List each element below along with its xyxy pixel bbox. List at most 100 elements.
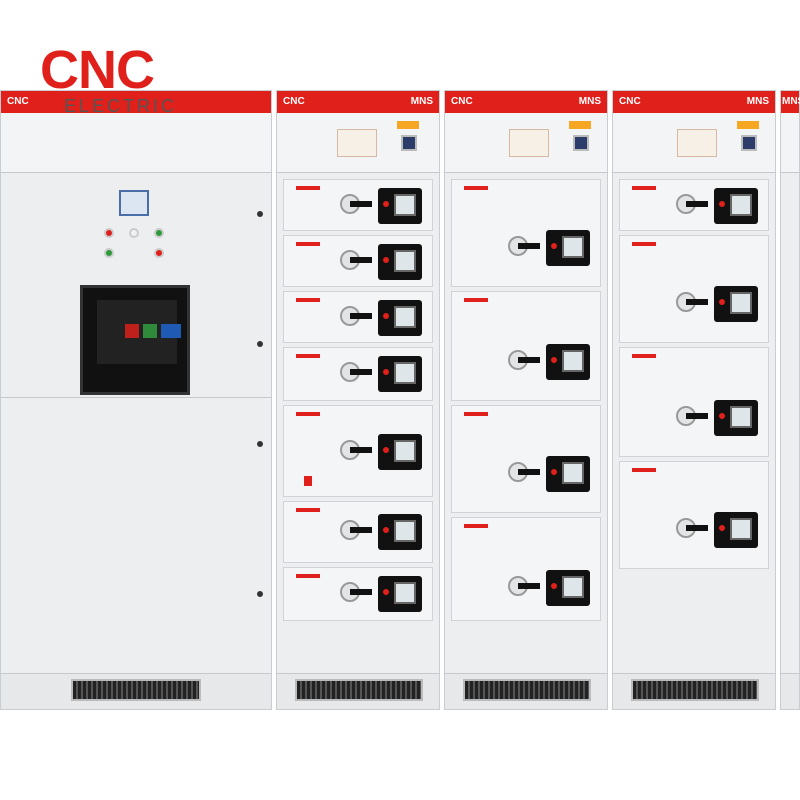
cabinet-top-panel xyxy=(781,113,799,173)
functional-drawer xyxy=(451,405,601,513)
functional-drawer xyxy=(283,405,433,497)
door-latch xyxy=(257,341,263,347)
motor-protector xyxy=(378,356,422,392)
rotary-handle xyxy=(340,194,372,214)
door-latch xyxy=(257,591,263,597)
motor-protector xyxy=(714,512,758,548)
cabinet-mns-4: CNC MNS xyxy=(612,90,776,710)
functional-drawer xyxy=(619,461,769,569)
vent-grille xyxy=(295,679,423,701)
multifunction-meter xyxy=(119,190,149,216)
cabinet-incoming: CNC xyxy=(0,90,272,710)
functional-drawer xyxy=(619,347,769,457)
rotary-handle xyxy=(340,362,372,382)
motor-protector xyxy=(546,230,590,266)
indicator-lamp-green xyxy=(104,248,114,258)
cabinet-top-panel xyxy=(445,113,607,173)
breaker-off-button xyxy=(125,324,139,338)
functional-drawer xyxy=(283,235,433,287)
cabinet-model: MNS xyxy=(746,96,769,107)
cabinet-mns-5-partial: MNS xyxy=(780,90,800,710)
panel-meter xyxy=(401,135,417,151)
caution-sticker xyxy=(737,121,759,129)
functional-drawer xyxy=(619,179,769,231)
cabinet-top-panel xyxy=(613,113,775,173)
motor-protector xyxy=(714,188,758,224)
cabinet-brand: CNC xyxy=(7,96,29,107)
motor-protector xyxy=(378,244,422,280)
cabinet-header-strip: MNS xyxy=(781,91,800,113)
logo-wordmark: CNC xyxy=(40,40,155,100)
motor-protector xyxy=(714,286,758,322)
functional-drawer xyxy=(283,501,433,563)
warning-label xyxy=(509,129,549,157)
motor-protector xyxy=(378,514,422,550)
cabinet-model: MNS xyxy=(410,96,433,107)
cabinet-top-panel xyxy=(277,113,439,173)
cabinet-mns-3: CNC MNS xyxy=(444,90,608,710)
indicator-lamp-red xyxy=(154,248,164,258)
breaker-trip-unit xyxy=(161,324,181,338)
rotary-handle xyxy=(340,306,372,326)
cabinet-brand: CNC xyxy=(451,96,473,107)
motor-protector xyxy=(378,188,422,224)
rotary-handle xyxy=(676,194,708,214)
rotary-handle xyxy=(676,292,708,312)
vent-grille xyxy=(463,679,591,701)
motor-protector xyxy=(378,300,422,336)
rotary-handle xyxy=(508,576,540,596)
cabinet-mns-2: CNC MNS xyxy=(276,90,440,710)
cabinet-brand: CNC xyxy=(283,96,305,107)
door-latch xyxy=(257,211,263,217)
cabinet-header-strip: CNC MNS xyxy=(613,91,775,113)
rotary-handle xyxy=(676,406,708,426)
motor-protector xyxy=(378,576,422,612)
panel-meter xyxy=(741,135,757,151)
functional-drawer xyxy=(619,235,769,343)
warning-label xyxy=(337,129,377,157)
cabinet-header-strip: CNC MNS xyxy=(277,91,439,113)
vent-grille xyxy=(71,679,201,701)
warning-label xyxy=(677,129,717,157)
logo-subtitle: ELECTRIC xyxy=(64,96,178,116)
functional-drawer xyxy=(283,291,433,343)
vent-grille xyxy=(631,679,759,701)
cabinet-header-strip: CNC xyxy=(1,91,271,113)
rotary-handle xyxy=(340,520,372,540)
functional-drawer xyxy=(451,179,601,287)
rotary-handle xyxy=(508,462,540,482)
functional-drawer xyxy=(283,179,433,231)
motor-protector xyxy=(714,400,758,436)
rotary-handle xyxy=(340,582,372,602)
motor-protector xyxy=(546,344,590,380)
caution-sticker xyxy=(397,121,419,129)
panel-meter xyxy=(573,135,589,151)
motor-protector xyxy=(378,434,422,470)
rotary-handle xyxy=(340,250,372,270)
breaker-on-button xyxy=(143,324,157,338)
motor-protector xyxy=(546,456,590,492)
motor-protector xyxy=(546,570,590,606)
indicator-lamp-red xyxy=(104,228,114,238)
cabinet-header-strip: CNC MNS xyxy=(445,91,607,113)
functional-drawer xyxy=(283,567,433,621)
brand-logo: CNC ELECTRIC xyxy=(40,40,200,120)
indicator-lamp-white xyxy=(129,228,139,238)
door-latch xyxy=(257,441,263,447)
rotary-handle xyxy=(508,350,540,370)
door-seam xyxy=(1,397,271,398)
indicator-lamp-green xyxy=(154,228,164,238)
rotary-handle xyxy=(676,518,708,538)
functional-drawer xyxy=(451,517,601,621)
functional-drawer xyxy=(451,291,601,401)
cabinet-model: MNS xyxy=(782,96,800,107)
cabinet-top-panel xyxy=(1,113,271,173)
caution-sticker xyxy=(569,121,591,129)
rotary-handle xyxy=(340,440,372,460)
cabinet-foot xyxy=(781,673,799,709)
cabinet-brand: CNC xyxy=(619,96,641,107)
air-circuit-breaker xyxy=(80,285,190,395)
functional-drawer xyxy=(283,347,433,401)
rotary-handle xyxy=(508,236,540,256)
